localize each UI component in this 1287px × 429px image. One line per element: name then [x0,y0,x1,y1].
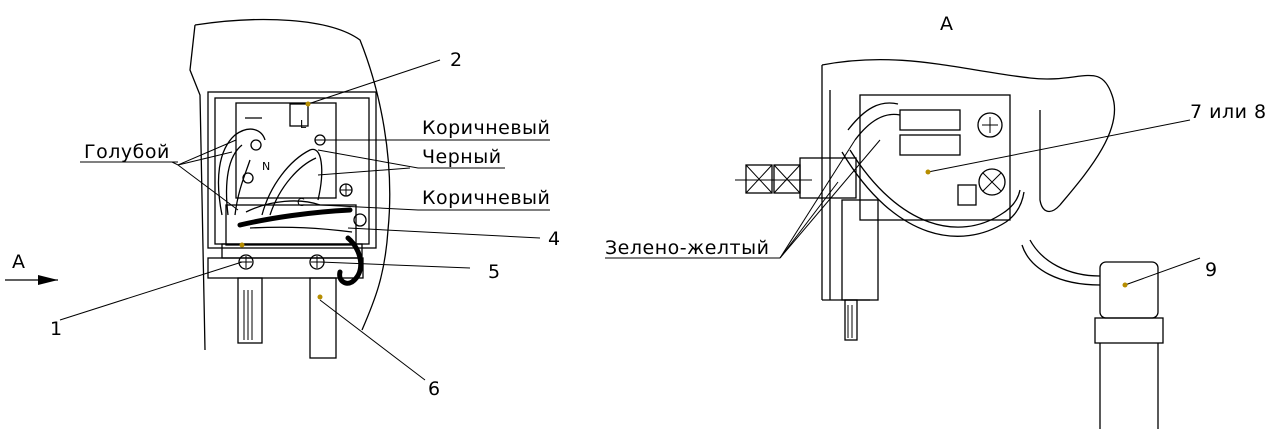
callout-4: 4 [548,228,561,250]
label-black-wire: Черный [422,146,502,168]
right-assembly [735,58,1164,429]
right-leaders [605,119,1201,288]
label-brown-wire-bottom: Коричневый [422,187,550,209]
callout-6: 6 [428,378,441,400]
left-leaders [59,59,550,381]
terminal-N-label: N [262,160,270,173]
terminal-C-label: C [297,196,305,209]
label-blue-wire: Голубой [84,141,170,163]
label-green-yellow-wire: Зелено-желтый [605,237,769,259]
view-title-right: A [940,13,954,35]
callout-5: 5 [488,261,501,283]
callout-7-or-8: 7 или 8 [1190,101,1267,123]
label-brown-wire-top: Коричневый [422,117,550,139]
terminal-L-label: L [300,118,307,131]
callout-9: 9 [1205,259,1218,281]
left-assembly [5,18,391,359]
callout-1: 1 [50,318,63,340]
view-marker-left: A [12,251,26,273]
callout-2: 2 [450,49,463,71]
